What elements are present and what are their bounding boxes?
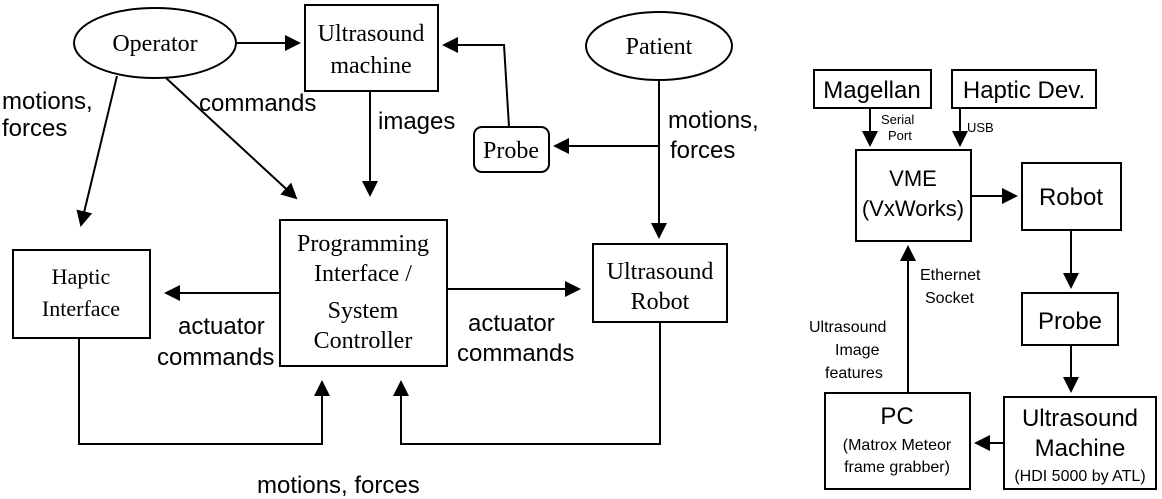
right-us-machine-node: Ultrasound Machine (HDI 5000 by ATL) <box>1003 396 1157 490</box>
label-operator-motions-line2: forces <box>2 115 67 142</box>
label-patient-motions-line2: forces <box>670 137 735 164</box>
label-serial-port-line2: Port <box>888 128 912 143</box>
controller-label-line3: System <box>328 298 399 324</box>
right-diagram: Magellan Haptic Dev. VME (VxWorks) Robot… <box>809 69 1157 490</box>
haptic-interface-label-line2: Interface <box>42 296 120 321</box>
arrow-robot-to-controller <box>393 322 661 445</box>
label-serial-port-line1: Serial <box>881 112 914 127</box>
haptic-dev-node: Haptic Dev. <box>951 69 1097 109</box>
controller-node: Programming Interface / System Controlle… <box>279 219 448 367</box>
label-ethernet-line1: Ethernet <box>920 267 981 284</box>
label-operator-motions-line1: motions, <box>2 88 93 115</box>
controller-label-line4: Controller <box>314 328 413 354</box>
arrow-patient-to-probe <box>553 80 660 154</box>
label-actuator-left-line2: commands <box>157 344 274 371</box>
haptic-dev-label: Haptic Dev. <box>963 77 1085 104</box>
magellan-node: Magellan <box>813 69 932 109</box>
ultrasound-robot-label-line1: Ultrasound <box>607 259 714 285</box>
operator-node: Operator <box>73 7 237 79</box>
controller-label-line1: Programming <box>297 231 429 257</box>
pc-node: PC (Matrox Meteor frame grabber) <box>824 392 971 490</box>
operator-label: Operator <box>112 31 197 57</box>
label-commands: commands <box>199 90 316 117</box>
vme-label-line1: VME <box>889 166 937 191</box>
vme-label-line2: (VxWorks) <box>862 196 964 221</box>
arrow-haptic-to-controller <box>78 338 330 445</box>
label-patient-motions-line1: motions, <box>668 107 759 134</box>
ultrasound-machine-label-line2: machine <box>330 53 411 79</box>
probe-label: Probe <box>483 138 539 164</box>
arrow-probe-to-machine <box>442 37 510 128</box>
robot-node: Robot <box>1021 162 1122 231</box>
label-actuator-left-line1: actuator <box>178 313 265 340</box>
label-us-features-line1: Ultrasound <box>809 319 886 336</box>
robot-label: Robot <box>1039 184 1103 211</box>
arrow-operator-to-haptic <box>76 75 118 227</box>
label-bottom-motions: motions, forces <box>257 472 420 499</box>
magellan-label: Magellan <box>823 77 920 104</box>
label-actuator-right-line1: actuator <box>468 310 555 337</box>
patient-label: Patient <box>626 34 693 60</box>
right-probe-label: Probe <box>1038 308 1102 335</box>
pc-label-line1: PC <box>880 403 913 430</box>
arrow-operator-to-controller <box>165 77 298 200</box>
label-actuator-right-line2: commands <box>457 340 574 367</box>
label-us-features-line2: Image <box>835 342 880 359</box>
label-ethernet-line2: Socket <box>925 290 974 307</box>
probe-node: Probe <box>473 126 550 173</box>
left-diagram: Operator Patient Ultrasound machine Prob… <box>2 4 759 499</box>
ultrasound-machine-label-line1: Ultrasound <box>318 21 425 47</box>
right-probe-node: Probe <box>1021 292 1119 346</box>
label-usb: USB <box>967 120 994 135</box>
ultrasound-robot-label-line2: Robot <box>631 289 690 315</box>
haptic-interface-node: Haptic Interface <box>12 249 151 339</box>
ultrasound-robot-node: Ultrasound Robot <box>592 243 728 323</box>
vme-node: VME (VxWorks) <box>855 149 972 242</box>
pc-label-line2: (Matrox Meteor <box>843 437 952 454</box>
right-us-machine-label-line1: Ultrasound <box>1022 405 1138 432</box>
right-us-machine-label-line3: (HDI 5000 by ATL) <box>1014 468 1145 485</box>
patient-node: Patient <box>585 11 733 81</box>
haptic-interface-label-line1: Haptic <box>52 264 111 289</box>
ultrasound-machine-node: Ultrasound machine <box>304 4 439 92</box>
label-us-features-line3: features <box>825 365 883 382</box>
pc-label-line3: frame grabber) <box>844 459 950 476</box>
label-images: images <box>378 108 455 135</box>
controller-label-line2: Interface / <box>314 261 412 287</box>
right-us-machine-label-line2: Machine <box>1035 435 1126 462</box>
